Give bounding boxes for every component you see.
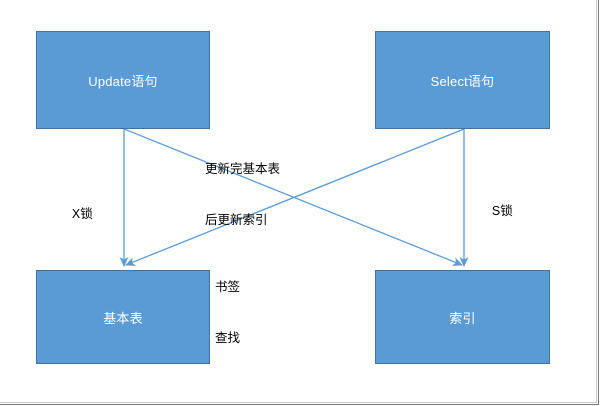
node-select-statement-label: Select语句 [430,73,495,89]
edge-label-bookmark-lookup: 书签 查找 [215,245,240,381]
node-base-table-label: 基本表 [103,310,143,326]
edge-update-to-index [123,128,463,266]
edge-label-s-lock-text: S锁 [491,204,513,218]
edge-label-update-then-index-line1: 更新完基本表 [205,162,281,176]
node-index-label: 索引 [449,310,476,326]
edge-label-bookmark-lookup-line2: 查找 [215,331,241,345]
node-index[interactable]: 索引 [375,270,550,364]
edge-label-update-then-index: 更新完基本表 后更新索引 [205,127,280,263]
edge-select-to-table [125,128,465,266]
node-update-statement[interactable]: Update语句 [36,31,210,129]
edge-label-bookmark-lookup-line1: 书签 [215,280,241,294]
node-select-statement[interactable]: Select语句 [375,31,550,129]
edge-label-x-lock: X锁 [58,189,93,240]
node-update-statement-label: Update语句 [88,73,158,89]
edge-label-update-then-index-line2: 后更新索引 [205,213,268,227]
edge-label-x-lock-text: X锁 [71,207,93,221]
node-base-table[interactable]: 基本表 [36,270,210,364]
edge-label-s-lock: S锁 [478,186,513,237]
